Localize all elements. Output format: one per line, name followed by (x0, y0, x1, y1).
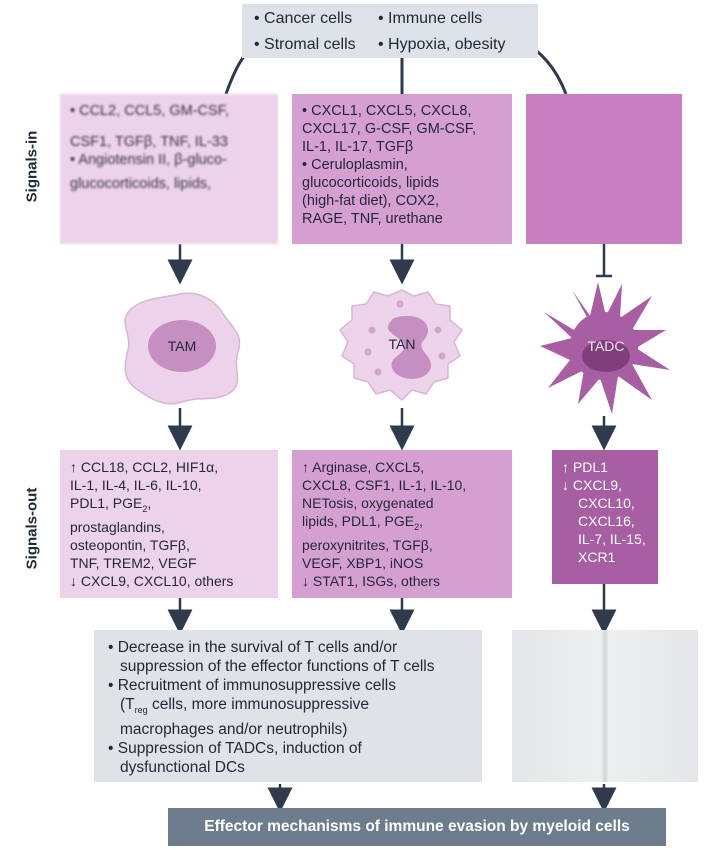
tam-in-line: • CCL2, CCL5, GM-CSF, (70, 103, 229, 119)
tan-out-lipids: lipids, PDL1, PGE (302, 513, 415, 529)
effects-box: • Decrease in the survival of T cells an… (94, 630, 482, 782)
tam-out-line: TNF, TREM2, VEGF (70, 554, 197, 571)
tadc-signals-out-box: ↑ PDL1 ↓ CXCL9, CXCL10, CXCL16, IL-7, IL… (552, 450, 658, 584)
footer-banner: Effector mechanisms of immune evasion by… (168, 808, 666, 846)
tam-signals-out-box: ↑ CCL18, CCL2, HIF1α, IL-1, IL-4, IL-6, … (60, 450, 278, 598)
tadc-out-line: CXCL10, (578, 495, 635, 511)
tan-in-line: CXCL17, G-CSF, GM-CSF, (302, 121, 477, 137)
tam-out-line: ↓ CXCL9, CXCL10, others (70, 572, 234, 589)
tam-out-line: IL-1, IL-4, IL-6, IL-10, (70, 477, 202, 493)
tan-granule (396, 300, 404, 308)
tan-granule (434, 326, 442, 334)
tan-out-line: ↑ Arginase, CXCL5, (302, 459, 425, 475)
tan-signals-out-box: ↑ Arginase, CXCL5, CXCL8, CSF1, IL-1, IL… (292, 450, 512, 598)
tan-out-line: VEGF, XBP1, iNOS (302, 554, 424, 571)
tam-out-pge-sub: 2 (142, 503, 148, 514)
tan-granule (374, 368, 382, 376)
tan-label: TAN (388, 336, 416, 352)
effects-line: • Recruitment of immunosuppressive cells (108, 677, 396, 694)
tam-in-line: • Angiotensin II, β-gluco- (70, 152, 227, 168)
tam-out-line: ↑ CCL18, CCL2, HIF1α, (70, 459, 219, 475)
tan-in-line: RAGE, TNF, urethane (302, 211, 443, 227)
tan-nucleus (387, 315, 432, 379)
tadc-label: TADC (587, 338, 625, 354)
tan-granule (364, 348, 372, 356)
tan-cell-shape (339, 289, 463, 402)
source-hypoxia: • Hypoxia, obesity (378, 35, 506, 53)
tam-signals-in-box: • CCL2, CCL5, GM-CSF, CSF1, TGFβ, TNF, I… (60, 94, 278, 244)
tadc-out-line: IL-7, IL-15, (578, 531, 646, 547)
tam-out-line: osteopontin, TGFβ, (70, 536, 190, 553)
effects-line: • Suppression of TADCs, induction of (108, 740, 362, 758)
tam-in-line: CSF1, TGFβ, TNF, IL-33 (70, 134, 228, 150)
effects-treg-rest: cells, more immunosuppressive (147, 696, 370, 713)
effects-line: suppression of the effector functions of… (120, 658, 435, 675)
source-cancer: • Cancer cells (254, 10, 353, 27)
tan-out-pge-sub: 2 (414, 521, 420, 532)
tam-in-line: glucocorticoids, lipids, (70, 176, 212, 192)
effects-line: dysfunctional DCs (120, 759, 245, 777)
tan-in-line: • CXCL1, CXCL5, CXCL8, (302, 103, 472, 119)
tan-out-line: ↓ STAT1, ISGs, others (302, 572, 440, 589)
tam-out-pdl1: PDL1, PGE (70, 495, 143, 511)
tan-out-line: NETosis, oxygenated (302, 495, 434, 511)
signals-in-label: Signals-in (23, 130, 41, 203)
tadc-out-line: ↓ CXCL9, (562, 477, 622, 493)
effects-line: (Treg cells, more immunosuppressive (108, 695, 472, 720)
tan-signals-in-box: • CXCL1, CXCL5, CXCL8, CXCL17, G-CSF, GM… (292, 94, 512, 244)
effects-treg-open: (T (120, 696, 135, 713)
source-immune: • Immune cells (378, 10, 483, 27)
tan-granule (438, 352, 446, 360)
tam-label: TAM (167, 338, 197, 354)
tadc-out-line: CXCL16, (578, 513, 635, 529)
tam-out-comma: , (147, 495, 152, 511)
source-box: • Cancer cells • Immune cells • Stromal … (242, 4, 538, 58)
tadc-signals-in-box (526, 94, 682, 244)
effects-line: • Decrease in the survival of T cells an… (108, 639, 398, 656)
tadc-effects-box (512, 630, 698, 782)
tan-out-line: peroxynitrites, TGFβ, (302, 536, 433, 553)
tam-nucleus (148, 320, 216, 372)
tan-in-line: (high-fat diet), COX2, (302, 193, 439, 209)
tam-out-line: PDL1, PGE2, (70, 494, 270, 518)
tam-out-line: prostaglandins, (70, 518, 165, 535)
tadc-out-line: ↑ PDL1 (562, 459, 608, 475)
effects-treg-sub: reg (134, 705, 148, 716)
source-stromal: • Stromal cells (254, 35, 356, 53)
tan-out-line: CXCL8, CSF1, IL-1, IL-10, (302, 477, 467, 493)
tan-in-line: glucocorticoids, lipids (302, 175, 440, 191)
tan-in-line: • Ceruloplasmin, (302, 157, 408, 173)
signals-out-label: Signals-out (23, 487, 41, 570)
tan-out-comma: , (419, 513, 423, 529)
tan-in-line: IL-1, IL-17, TGFβ (302, 139, 414, 155)
tan-granule (368, 326, 376, 334)
tadc-nucleus (582, 340, 630, 372)
tan-out-line: lipids, PDL1, PGE2, (302, 512, 504, 536)
tadc-out-line: XCR1 (578, 549, 616, 565)
effects-line: macrophages and/or neutrophils) (120, 721, 348, 739)
